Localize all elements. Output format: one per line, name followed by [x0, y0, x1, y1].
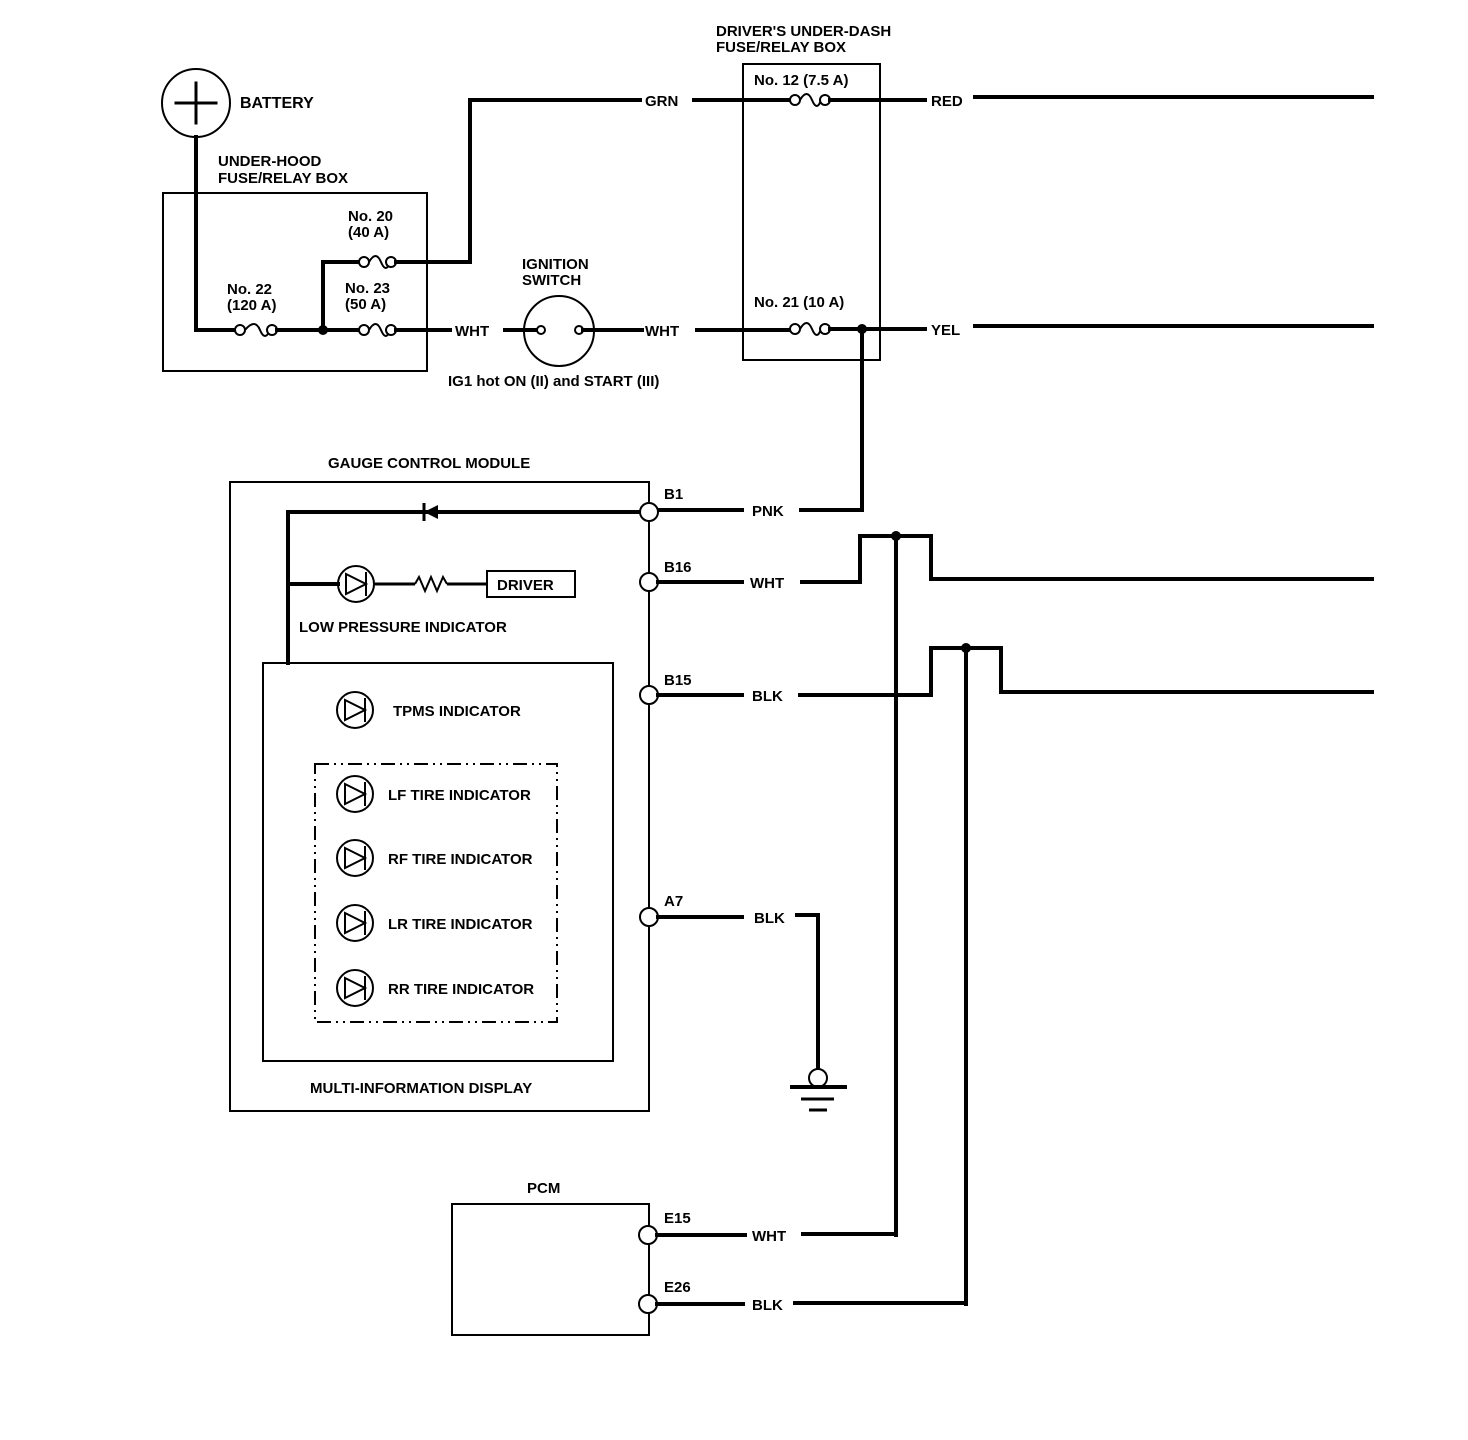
ignition-title-2: SWITCH: [522, 272, 581, 289]
wire-blk-b15: BLK: [656, 643, 1374, 1306]
ignition-title-1: IGNITION: [522, 256, 589, 273]
fuse-20-name: No. 20: [348, 208, 393, 225]
wire-wht-b16: WHT: [656, 531, 1374, 1237]
battery-label: BATTERY: [240, 95, 314, 112]
resistor-icon: [414, 574, 448, 594]
lf-tire-lamp-icon: [336, 775, 374, 813]
wire-grn: GRN: [394, 93, 792, 264]
terminal-label-e15: E15: [664, 1210, 691, 1227]
fuse-23-rating: (50 A): [345, 296, 386, 313]
wire-blk-e26: BLK: [655, 1297, 968, 1314]
under-hood-fuse-box: UNDER-HOOD FUSE/RELAY BOX No. 22 (120 A)…: [162, 135, 428, 372]
fuse-12-icon: [789, 93, 831, 107]
wire-pnk: PNK: [654, 327, 864, 520]
under-dash-fuse-box: DRIVER'S UNDER-DASH FUSE/RELAY BOX No. 1…: [716, 23, 927, 361]
diode-icon: [422, 503, 438, 521]
fuse-12-label: No. 12 (7.5 A): [754, 72, 848, 89]
wire-label-blk-e26: BLK: [752, 1297, 783, 1314]
wire-label-pnk: PNK: [752, 503, 784, 520]
terminal-label-b1: B1: [664, 486, 683, 503]
wire-wht-ignition-in: WHT: [394, 323, 540, 340]
terminal-label-b16: B16: [664, 559, 692, 576]
fuse-20-icon: [358, 255, 397, 269]
wire-yel: YEL: [931, 322, 1374, 339]
pcm: PCM E15 E26: [451, 1180, 691, 1336]
low-pressure-lamp-icon: [337, 565, 375, 603]
under-hood-title-2: FUSE/RELAY BOX: [218, 170, 348, 187]
fuse-20-rating: (40 A): [348, 224, 389, 241]
wire-label-wht-hood: WHT: [455, 323, 489, 340]
under-dash-title-1: DRIVER'S UNDER-DASH: [716, 23, 891, 40]
fuse-22-name: No. 22: [227, 281, 272, 298]
tpms-lamp-icon: [336, 691, 374, 729]
gauge-control-module: GAUGE CONTROL MODULE DRIVER LOW PRESSURE…: [229, 455, 692, 1112]
wire-red: RED: [931, 93, 1374, 110]
lr-tire-lamp-icon: [336, 904, 374, 942]
wire-label-grn: GRN: [645, 93, 678, 110]
wire-label-blk-b15: BLK: [752, 688, 783, 705]
rf-tire-label: RF TIRE INDICATOR: [388, 851, 533, 868]
ignition-note: IG1 hot ON (II) and START (III): [448, 373, 659, 390]
ignition-switch: IGNITION SWITCH WHT IG1 hot ON (II) and …: [448, 256, 792, 390]
rr-tire-lamp-icon: [336, 969, 374, 1007]
driver-label: DRIVER: [497, 577, 554, 594]
wire-blk-a7: BLK: [656, 910, 847, 1112]
battery: BATTERY: [161, 68, 314, 138]
terminal-a7: [639, 907, 659, 927]
wire-label-red: RED: [931, 93, 963, 110]
fuse-21-label: No. 21 (10 A): [754, 294, 844, 311]
ground-icon: [790, 1068, 847, 1112]
lr-tire-label: LR TIRE INDICATOR: [388, 916, 533, 933]
tire-indicator-group: [314, 763, 558, 1023]
wire-label-wht-e15: WHT: [752, 1228, 786, 1245]
tpms-label: TPMS INDICATOR: [393, 703, 521, 720]
wire-wht-e15: WHT: [655, 1228, 898, 1245]
terminal-b1: [639, 502, 659, 522]
fuse-23-icon: [358, 323, 397, 337]
driver-block: [486, 570, 576, 598]
terminal-e15: [638, 1225, 658, 1245]
terminal-label-b15: B15: [664, 672, 692, 689]
terminal-label-e26: E26: [664, 1279, 691, 1296]
wire-label-blk-a7: BLK: [754, 910, 785, 927]
rr-tire-label: RR TIRE INDICATOR: [388, 981, 534, 998]
terminal-b16: [639, 572, 659, 592]
rf-tire-lamp-icon: [336, 839, 374, 877]
wire-label-wht-ign: WHT: [645, 323, 679, 340]
fuse-22-rating: (120 A): [227, 297, 276, 314]
multi-info-display-title: MULTI-INFORMATION DISPLAY: [310, 1080, 532, 1097]
wire-label-yel: YEL: [931, 322, 960, 339]
terminal-label-a7: A7: [664, 893, 683, 910]
gauge-module-title: GAUGE CONTROL MODULE: [328, 455, 530, 472]
low-pressure-label: LOW PRESSURE INDICATOR: [299, 619, 507, 636]
fuse-23-name: No. 23: [345, 280, 390, 297]
under-dash-title-2: FUSE/RELAY BOX: [716, 39, 846, 56]
multi-information-display: TPMS INDICATOR LF TIRE INDICATOR RF TIRE…: [262, 662, 614, 1097]
under-hood-title-1: UNDER-HOOD: [218, 153, 321, 170]
terminal-b15: [639, 685, 659, 705]
lf-tire-label: LF TIRE INDICATOR: [388, 787, 531, 804]
fuse-21-icon: [789, 322, 831, 336]
terminal-e26: [638, 1294, 658, 1314]
fuse-22-icon: [234, 323, 278, 337]
pcm-title: PCM: [527, 1180, 560, 1197]
wire-label-wht-b16: WHT: [750, 575, 784, 592]
